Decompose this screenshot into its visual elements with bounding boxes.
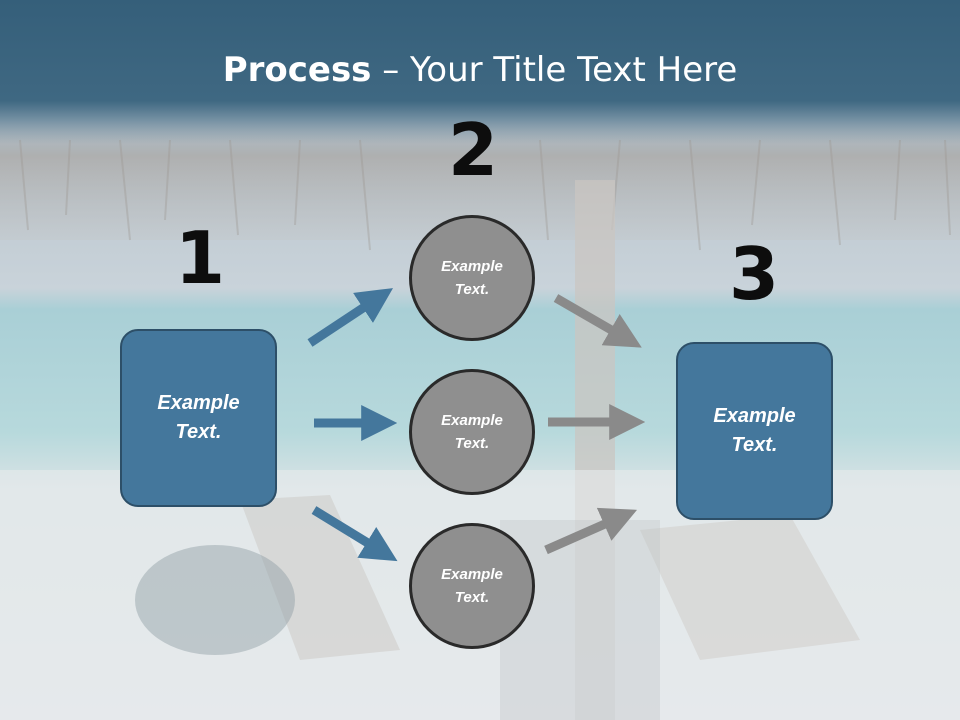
- arrow-from-top-circle: [553, 294, 642, 348]
- arrow-to-bottom-circle: [311, 506, 398, 562]
- left-box-label: Example Text.: [157, 392, 240, 443]
- left-process-box: Example Text.: [120, 329, 277, 507]
- step-number-2: 2: [447, 108, 499, 192]
- circle-top-label: Example Text.: [441, 257, 503, 298]
- slide-title: Process – Your Title Text Here: [0, 50, 960, 90]
- circle-middle-label: Example Text.: [441, 411, 503, 452]
- process-circle-bottom: Example Text.: [409, 523, 535, 649]
- title-bold: Process: [222, 50, 372, 90]
- arrow-from-bottom-circle: [544, 507, 638, 555]
- circle-bottom-label: Example Text.: [441, 565, 503, 606]
- step-number-1: 1: [174, 216, 226, 300]
- step-number-3: 3: [728, 232, 780, 316]
- process-circle-middle: Example Text.: [409, 369, 535, 495]
- right-box-label: Example Text.: [713, 405, 796, 456]
- title-rest: – Your Title Text Here: [371, 50, 738, 90]
- right-process-box: Example Text.: [676, 342, 833, 520]
- arrow-to-top-circle: [307, 288, 394, 347]
- process-circle-top: Example Text.: [409, 215, 535, 341]
